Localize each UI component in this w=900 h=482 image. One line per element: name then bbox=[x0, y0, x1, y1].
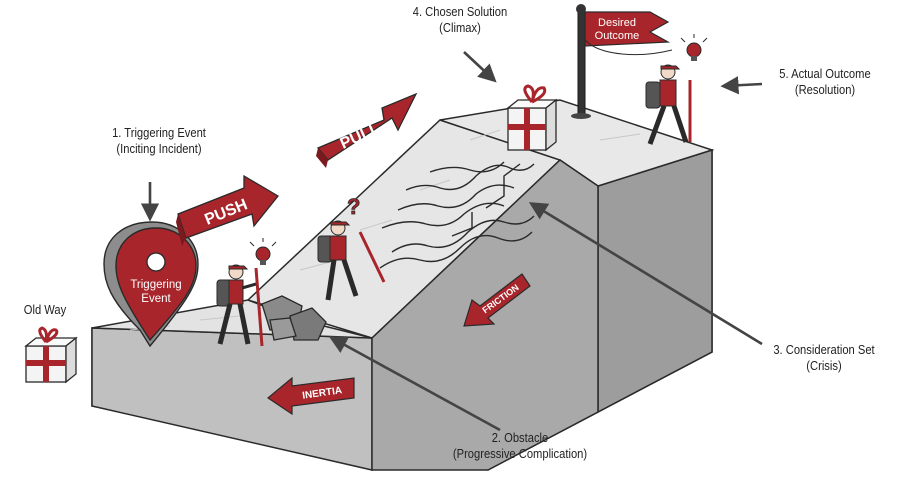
rock-icon bbox=[261, 295, 327, 341]
label-actual-outcome: 5. Actual Outcome (Resolution) bbox=[765, 66, 885, 98]
question-mark-icon: ? bbox=[347, 194, 361, 220]
consideration-set-title: 3. Consideration Set bbox=[773, 342, 875, 357]
pin-label-line1: Triggering bbox=[130, 279, 181, 291]
lightbulb-icon bbox=[680, 34, 708, 61]
label-old-way: Old Way bbox=[15, 302, 75, 318]
flag-label-line2: Outcome bbox=[595, 30, 640, 42]
actual-outcome-title: 5. Actual Outcome bbox=[779, 66, 871, 81]
maze-icon bbox=[379, 161, 535, 269]
label-consideration-set: 3. Consideration Set (Crisis) bbox=[762, 342, 886, 374]
pull-label: PULL bbox=[338, 120, 383, 153]
gift-box-icon bbox=[506, 84, 558, 152]
label-triggering-event: 1. Triggering Event (Inciting Incident) bbox=[95, 125, 224, 157]
consideration-set-subtitle: (Crisis) bbox=[806, 358, 842, 373]
inertia-arrow: INERTIA bbox=[266, 376, 355, 416]
actual-outcome-subtitle: (Resolution) bbox=[794, 82, 856, 97]
lightbulb-icon bbox=[249, 238, 277, 265]
chosen-solution-title: 4. Chosen Solution bbox=[412, 4, 508, 19]
pin-label-line2: Event bbox=[141, 293, 171, 305]
pointer-arrows bbox=[140, 51, 763, 432]
terrain-side-face bbox=[597, 148, 713, 414]
label-chosen-solution: 4. Chosen Solution (Climax) bbox=[396, 4, 525, 36]
push-arrow: PUSH bbox=[176, 174, 279, 246]
obstacle-title: 2. Obstacle bbox=[491, 430, 549, 445]
svg-text:?: ? bbox=[347, 194, 360, 219]
flag-label-line1: Desired bbox=[598, 17, 636, 29]
chosen-solution-subtitle: (Climax) bbox=[439, 20, 481, 35]
triggering-event-title: 1. Triggering Event bbox=[112, 125, 206, 140]
label-obstacle: 2. Obstacle (Progressive Complication) bbox=[438, 430, 601, 462]
old-way-title: Old Way bbox=[23, 302, 67, 317]
gift-box-icon bbox=[24, 326, 78, 384]
obstacle-subtitle: (Progressive Complication) bbox=[452, 446, 588, 461]
map-pin-icon: Triggering Event bbox=[103, 221, 199, 348]
hiker-icon bbox=[317, 220, 386, 301]
flag-icon: Desired Outcome bbox=[571, 4, 673, 119]
hiker-icon bbox=[216, 264, 264, 347]
triggering-event-subtitle: (Inciting Incident) bbox=[116, 141, 202, 156]
hiker-icon bbox=[645, 64, 692, 145]
